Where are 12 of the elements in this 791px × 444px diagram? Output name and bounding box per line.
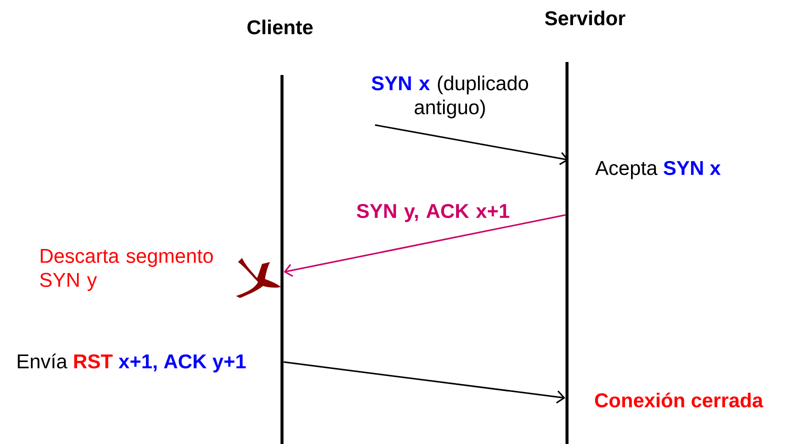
arrow — [374, 124, 569, 166]
edge-label: SYN x (duplicado antiguo) — [372, 76, 528, 118]
annotation-text: Conexión cerrada — [595, 392, 764, 408]
node-label: Servidor — [545, 10, 626, 26]
annotation-text: Descarta segmento SYN y — [40, 249, 213, 291]
lifeline: Cliente — [247, 20, 313, 444]
arrow — [284, 361, 566, 404]
arrow — [284, 214, 566, 277]
annotation-text: Acepta SYN x — [595, 160, 721, 180]
edge-label: SYN y, ACK x+1 — [356, 204, 510, 222]
annotation-text: Envía RST x+1, ACK y+1 — [18, 354, 246, 372]
node-label: Cliente — [247, 20, 313, 34]
